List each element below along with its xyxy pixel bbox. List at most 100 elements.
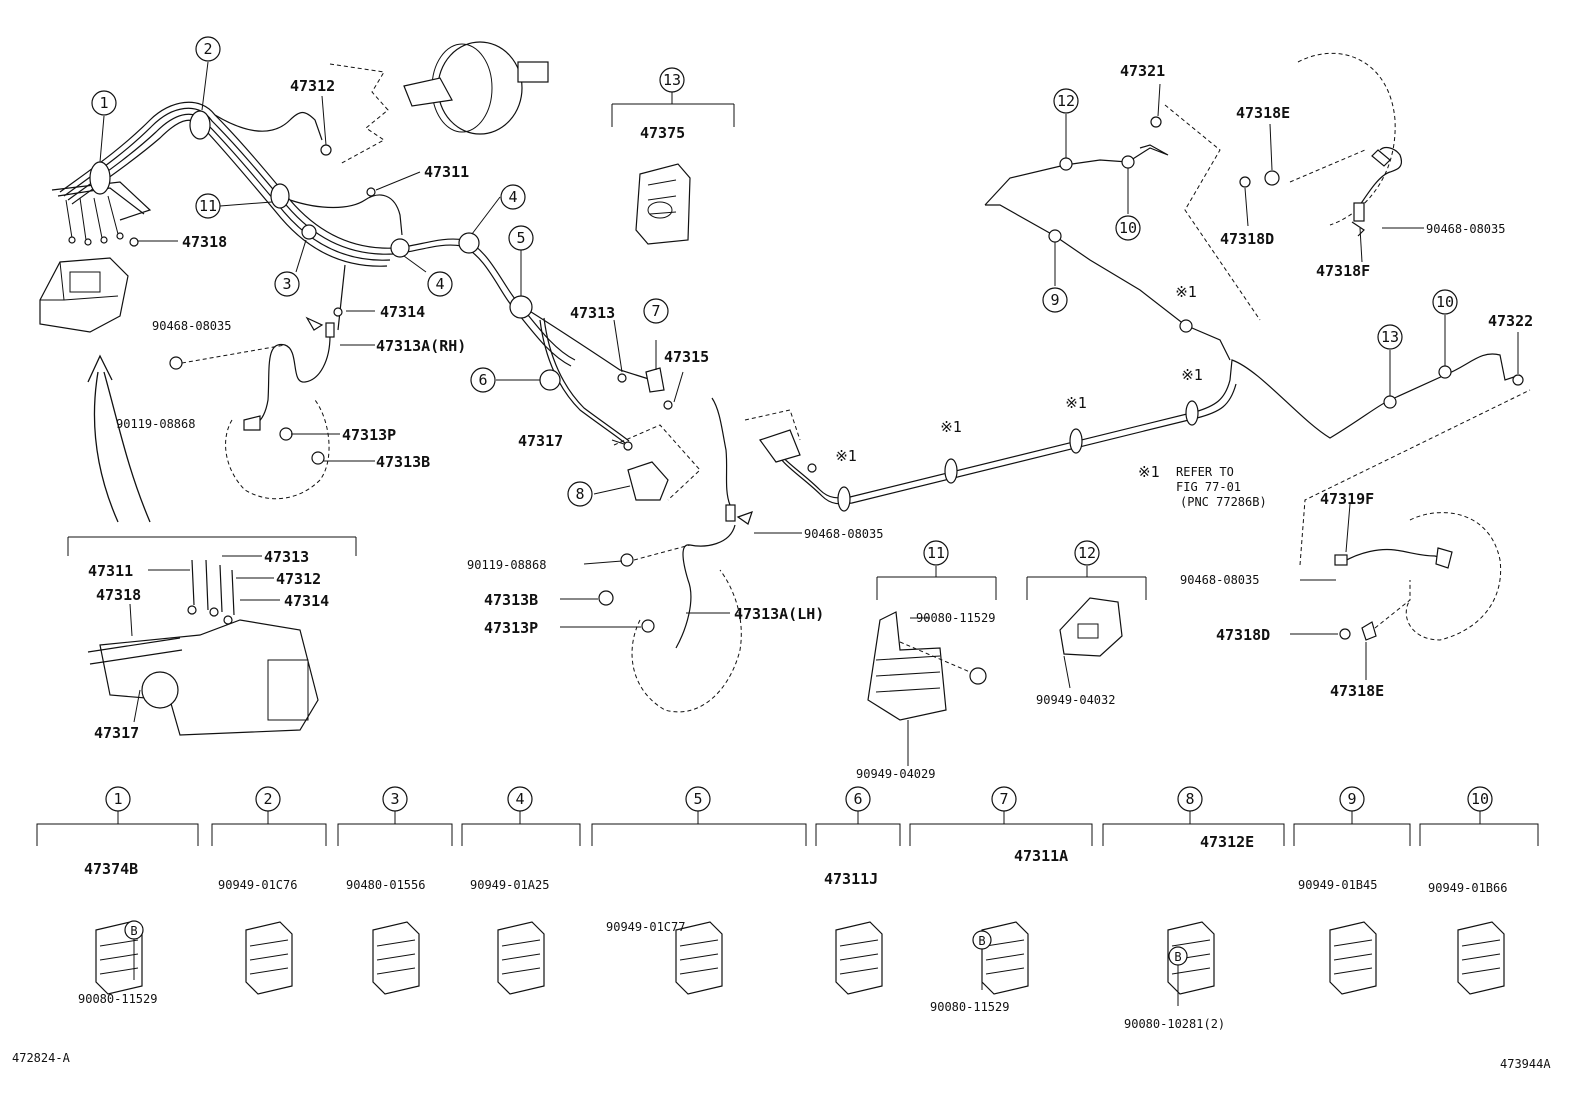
clamp-node-4b [458, 232, 480, 254]
clamp-callout-7: 7 [999, 790, 1008, 808]
refer-note-line3: (PNC 77286B) [1180, 495, 1267, 509]
ref-mark-1: ※1 [835, 447, 857, 465]
label-47311: 47311 [424, 163, 469, 181]
part-labels: 47312 47311 4 7 3 1 8 47314 90468-08035 4731… [88, 62, 1533, 781]
label-90468-c: 90468-08035 [1426, 222, 1505, 236]
ref-node-top [1179, 319, 1193, 333]
callout-11: 11 [199, 197, 217, 215]
callout-11-group: 11 [927, 544, 945, 562]
label-47315: 47315 [664, 348, 709, 366]
label-47314: 47314 [380, 303, 425, 321]
clamp-10-body [1457, 921, 1505, 995]
label-90468-d: 90468-08035 [1180, 573, 1259, 587]
clamp-group-9: 9 90949-01B45 [1293, 786, 1411, 995]
callout-10-right: 10 [1436, 293, 1454, 311]
inset-label-47313: 47313 [264, 548, 309, 566]
clamp-2-part-1: 90949-01C76 [218, 878, 297, 892]
label-47375: 47375 [640, 124, 685, 142]
fitting-47315 [663, 400, 673, 410]
main-callouts: 1 2 11 3 4 4 5 6 7 8 13 12 10 9 13 10 11… [91, 36, 1458, 566]
clamp-group-10: 10 90949-01B66 [1419, 786, 1539, 995]
ref-node-2 [944, 458, 958, 484]
fitting-47317 [623, 441, 633, 451]
clamp-13-bracket [611, 92, 735, 127]
callout-10-top: 10 [1119, 219, 1137, 237]
clamp-node-2 [189, 110, 211, 140]
clamp-8-drawing [613, 424, 701, 501]
label-47313b-a: 47313B [376, 453, 430, 471]
clamp-callout-10: 10 [1471, 790, 1489, 808]
clamp-9-part-1: 90949-01B45 [1298, 878, 1377, 892]
label-47321: 47321 [1120, 62, 1165, 80]
callout-13-top: 13 [663, 71, 681, 89]
label-47317: 47317 [518, 432, 563, 450]
clip-47375-drawing [635, 163, 691, 245]
callout-8: 8 [575, 485, 584, 503]
rh-flex-hose-drawing [169, 316, 335, 500]
label-47313p-a: 47313P [342, 426, 396, 444]
clamp-8-bolt-mark: B [1174, 950, 1181, 964]
label-47318d-a: 47318D [1220, 230, 1274, 248]
label-90949-04029: 90949-04029 [856, 767, 935, 781]
label-47318f: 47318F [1316, 262, 1370, 280]
clamp-node-3 [301, 224, 317, 240]
clamp-node-9 [1048, 229, 1062, 243]
fitting-47314 [333, 307, 343, 317]
clamp-7-bolt-mark: B [978, 934, 985, 948]
brake-booster-drawing [329, 41, 549, 165]
clamp-node-5 [509, 295, 533, 319]
bottom-clamp-row: 147374B90080-11529B290949-01C76390480-01… [36, 786, 1539, 1031]
ref-node-4 [1185, 400, 1199, 426]
callout-13-right: 13 [1381, 328, 1399, 346]
fitting-47311 [366, 187, 376, 197]
clamp-node-1 [89, 161, 111, 195]
clamp-10-part-1: 90949-01B66 [1428, 881, 1507, 895]
clamp-callout-5: 5 [693, 790, 702, 808]
ref-mark-2: ※1 [940, 418, 962, 436]
clamp-callout-6: 6 [853, 790, 862, 808]
ref-node-1 [837, 486, 851, 512]
clamp-5-part-1: 90949-01C77 [606, 920, 685, 934]
clamp-3-part-1: 90480-01556 [346, 878, 425, 892]
leader-lines [99, 61, 1519, 766]
fitting-47313 [617, 373, 627, 383]
rear-body-pipe [984, 52, 1524, 409]
ref-marks: ※1 ※1 ※1 ※1 ※1 [835, 283, 1203, 465]
callout-3: 3 [282, 275, 291, 293]
label-47312: 47312 [290, 77, 335, 95]
clamp-callout-3: 3 [390, 790, 399, 808]
callout-12-top: 12 [1057, 92, 1075, 110]
clamp-node-12 [1059, 157, 1073, 171]
callout-4-lower: 4 [435, 275, 444, 293]
abs-inset-drawing [67, 536, 357, 736]
clamp-callout-1: 1 [113, 790, 122, 808]
clamp-8-part-1: 47312E [1200, 833, 1254, 851]
callout-5: 5 [516, 229, 525, 247]
label-90080-11529-group11: 90080-11529 [916, 611, 995, 625]
clamp-callout-9: 9 [1347, 790, 1356, 808]
callout-4-upper: 4 [508, 188, 517, 206]
callout-7: 7 [651, 302, 660, 320]
callout-1: 1 [99, 94, 108, 112]
ref-mark-4: ※1 [1181, 366, 1203, 384]
lh-flex-hose-drawing [598, 397, 753, 713]
label-47313b-b: 47313B [484, 591, 538, 609]
clamp-7-body [981, 921, 1029, 995]
clamp-7-drawing [645, 340, 665, 393]
fitting-47322 [1512, 374, 1524, 386]
label-90468-a: 90468-08035 [152, 319, 231, 333]
refer-note: ※1 REFER TO FIG 77-01 (PNC 77286B) [1138, 463, 1267, 509]
clamp-6-body [835, 921, 883, 995]
label-47313a-rh: 47313A(RH) [376, 337, 466, 355]
label-47322: 47322 [1488, 312, 1533, 330]
fitting-47321 [1150, 116, 1162, 128]
callout-9-top: 9 [1050, 291, 1059, 309]
clamp-1-bolt-mark: B [130, 924, 137, 938]
clamp-8-body [1167, 921, 1215, 995]
label-90119-a: 90119-08868 [116, 417, 195, 431]
clamp-8-part-2: 90080-10281(2) [1124, 1017, 1225, 1031]
